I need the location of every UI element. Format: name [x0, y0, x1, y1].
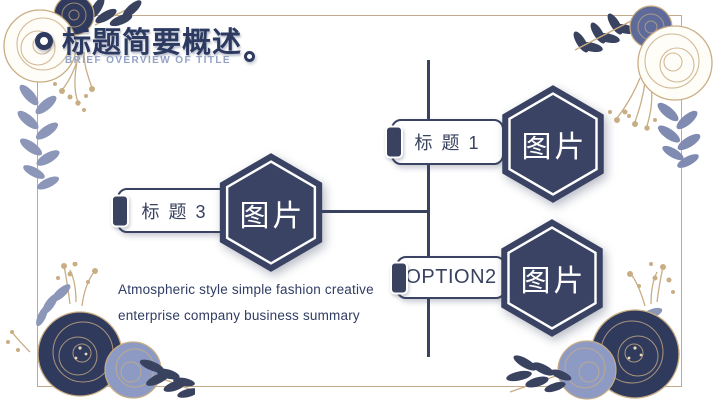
node-1-image-placeholder[interactable]: 图片	[502, 85, 604, 203]
node-1-label-text: 标 题 1	[414, 133, 481, 153]
node-3-image-placeholder[interactable]: 图片	[219, 153, 323, 272]
node-3-label-text: 标 题 3	[141, 201, 208, 222]
ring-bullet-icon	[35, 32, 53, 50]
description-text: Atmospheric style simple fashion creativ…	[118, 277, 374, 329]
gold-border-frame	[37, 15, 682, 387]
node-2-image-placeholder[interactable]: 图片	[501, 219, 603, 337]
description-line-2: enterprise company business summary	[118, 308, 360, 323]
node-2-label[interactable]: OPTION2	[390, 256, 506, 299]
floral-decoration-bottom-right-icon	[506, 262, 680, 400]
node-3-connector-line	[320, 210, 429, 213]
node-1-placeholder-text: 图片	[521, 131, 588, 164]
node-2-placeholder-text: 图片	[520, 265, 587, 298]
floral-decoration-bottom-left-icon	[6, 262, 195, 399]
page-title: 标题简要概述	[62, 27, 243, 59]
center-axis-line	[427, 60, 430, 357]
label-pill-icon	[111, 194, 129, 227]
node-1-label[interactable]: 标 题 1	[385, 119, 504, 165]
description-line-1: Atmospheric style simple fashion creativ…	[118, 282, 374, 297]
label-pill-icon	[390, 261, 408, 294]
page-subtitle: BRIEF OVERVIEW OF TITLE	[65, 55, 231, 66]
node-3-placeholder-text: 图片	[239, 199, 306, 233]
ring-accent-icon	[244, 51, 255, 62]
node-2-label-text: OPTION2	[405, 266, 497, 288]
floral-decoration-top-right-icon	[573, 5, 713, 168]
label-pill-icon	[385, 125, 403, 159]
node-3-label[interactable]: 标 题 3	[111, 188, 232, 233]
